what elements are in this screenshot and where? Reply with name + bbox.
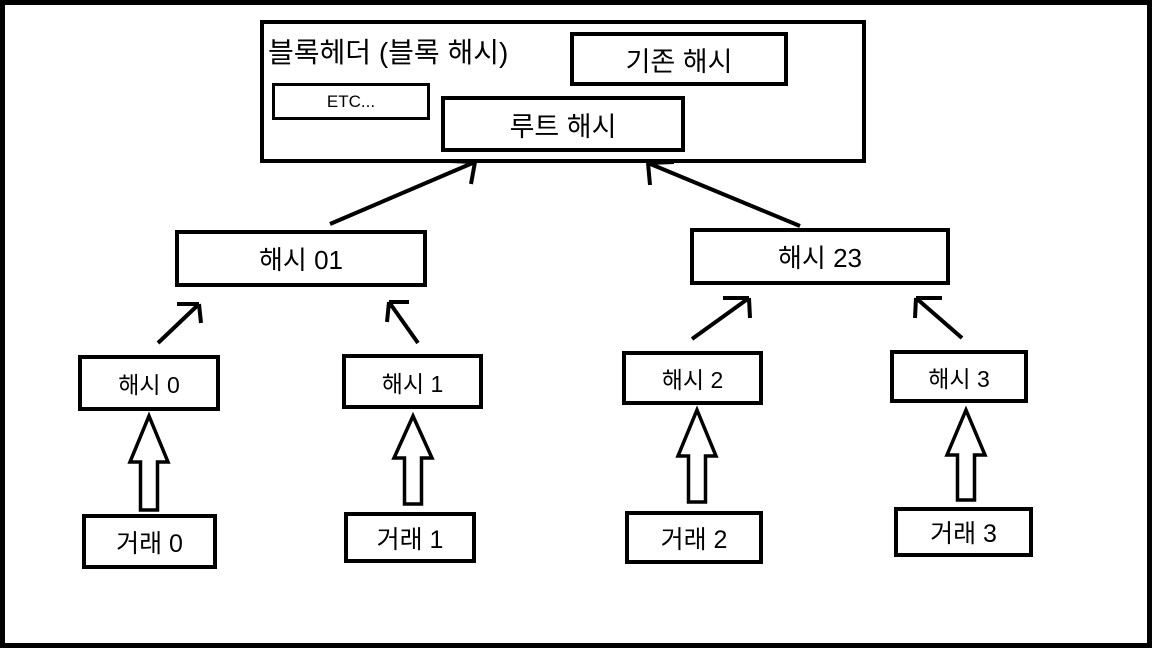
transaction-1-box: 거래 1	[344, 512, 476, 563]
hash-0-box: 해시 0	[78, 355, 220, 411]
transaction-3-box: 거래 3	[894, 507, 1033, 557]
root-hash-box: 루트 해시	[441, 96, 685, 152]
etc-box: ETC...	[272, 83, 430, 120]
hash-1-box: 해시 1	[342, 354, 483, 409]
block-header-title: 블록헤더 (블록 해시)	[268, 37, 509, 68]
transaction-2-box: 거래 2	[625, 511, 763, 564]
hash-3-box: 해시 3	[890, 350, 1028, 403]
transaction-0-box: 거래 0	[82, 514, 217, 569]
hash-01-box: 해시 01	[175, 230, 427, 287]
hash-23-box: 해시 23	[690, 228, 950, 285]
hash-2-box: 해시 2	[622, 351, 763, 405]
previous-hash-box: 기존 해시	[570, 32, 788, 86]
